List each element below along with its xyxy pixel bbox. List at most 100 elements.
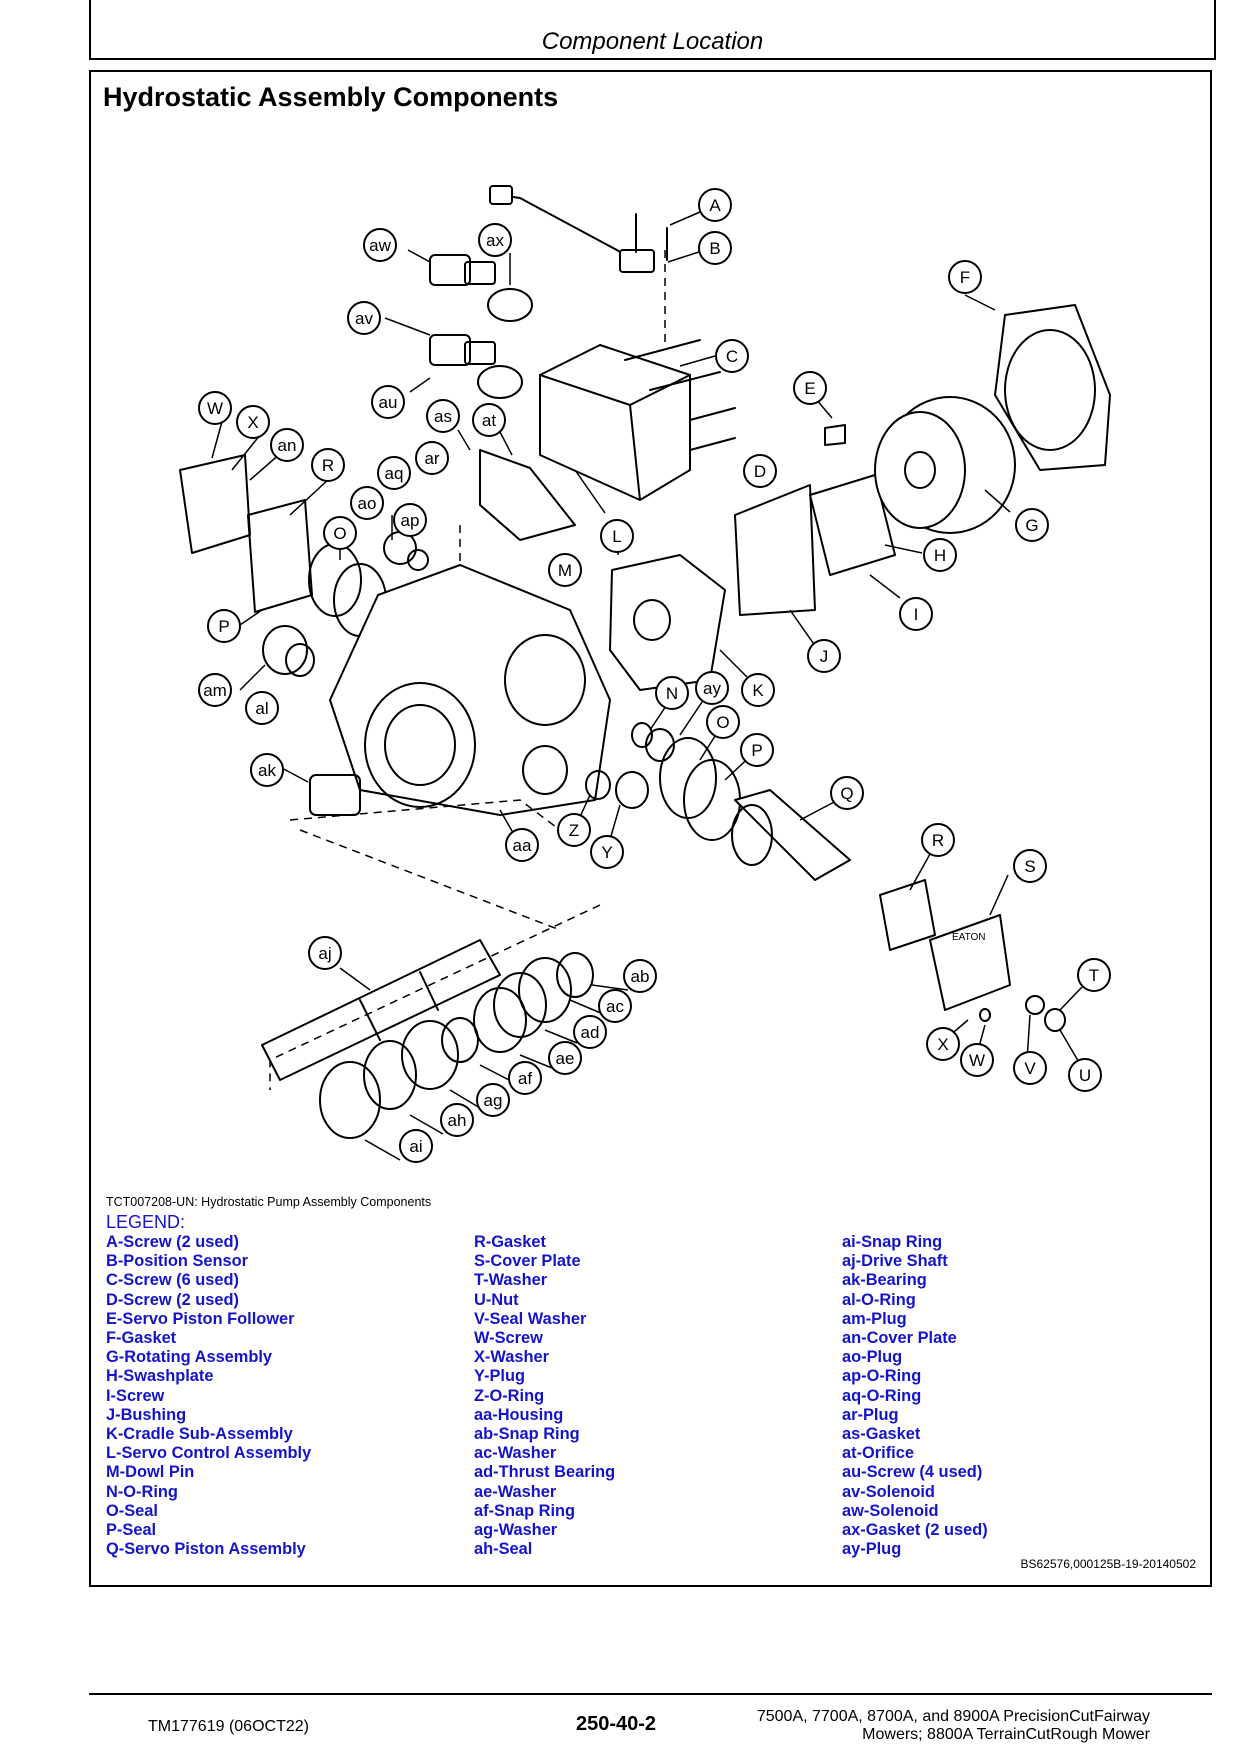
callout-bubble xyxy=(623,959,657,993)
callout-bubble xyxy=(426,399,460,433)
callout-label: ay xyxy=(703,679,721,698)
legend-item: ac-Washer xyxy=(474,1444,557,1463)
legend-item: S-Cover Plate xyxy=(474,1252,581,1271)
legend-item: F-Gasket xyxy=(106,1329,177,1348)
callout-bubble xyxy=(960,1043,994,1077)
footer-page-number: 250-40-2 xyxy=(576,1713,657,1735)
legend-item: T-Washer xyxy=(474,1271,548,1290)
legend-item: ao-Plug xyxy=(842,1348,903,1367)
callout-label: ai xyxy=(409,1137,422,1156)
callout-label: K xyxy=(752,681,764,700)
callout-bubble xyxy=(399,1129,433,1163)
legend-item: G-Rotating Assembly xyxy=(106,1348,273,1367)
callout-bubble xyxy=(478,223,512,257)
legend-item: ar-Plug xyxy=(842,1405,899,1424)
callout-bubble xyxy=(948,260,982,294)
callout-label: F xyxy=(960,268,970,287)
callout-label: ak xyxy=(258,761,276,780)
callout-label: O xyxy=(716,713,729,732)
legend-item: ax-Gasket (2 used) xyxy=(842,1521,988,1540)
callout-bubble xyxy=(548,1041,582,1075)
callout-bubble xyxy=(706,705,740,739)
callout-bubble xyxy=(715,339,749,373)
footer-rule xyxy=(89,1693,1212,1695)
callout-label: R xyxy=(932,831,944,850)
callout-bubble xyxy=(830,776,864,810)
legend-title: LEGEND: xyxy=(106,1212,186,1232)
legend-item: ak-Bearing xyxy=(842,1271,927,1290)
callout-label: au xyxy=(379,393,398,412)
callout-label: Y xyxy=(601,843,612,862)
legend-item: am-Plug xyxy=(842,1309,907,1328)
callout-label: R xyxy=(322,456,334,475)
callout-label: ao xyxy=(358,494,377,513)
callout-label: I xyxy=(914,605,919,624)
callout-label: X xyxy=(937,1035,948,1054)
callout-bubble xyxy=(698,231,732,265)
callout-bubble xyxy=(440,1103,474,1137)
legend-item: M-Dowl Pin xyxy=(106,1463,195,1482)
callout-bubble xyxy=(1077,958,1111,992)
callout-label: ad xyxy=(581,1023,600,1042)
callout-bubble xyxy=(695,671,729,705)
legend-item: B-Position Sensor xyxy=(106,1252,249,1271)
callout-label: P xyxy=(751,741,762,760)
callout-label: X xyxy=(247,413,258,432)
callout-label: W xyxy=(969,1051,985,1070)
callout-label: P xyxy=(218,617,229,636)
callout-bubble xyxy=(899,597,933,631)
legend-item: V-Seal Washer xyxy=(474,1309,587,1328)
legend-item: ab-Snap Ring xyxy=(474,1425,580,1444)
callout-bubble xyxy=(393,503,427,537)
callout-label: av xyxy=(355,309,373,328)
legend-item: K-Cradle Sub-Assembly xyxy=(106,1425,293,1444)
callout-bubble xyxy=(270,428,304,462)
callout-bubble xyxy=(655,676,689,710)
callout-bubble xyxy=(590,835,624,869)
callout-bubble xyxy=(350,486,384,520)
callout-label: aq xyxy=(385,464,404,483)
callout-bubble xyxy=(323,516,357,550)
callout-label: aj xyxy=(318,944,331,963)
callout-bubble xyxy=(371,385,405,419)
callout-bubble xyxy=(236,405,270,439)
callout-label: M xyxy=(558,561,572,580)
callout-label: S xyxy=(1024,857,1035,876)
callout-label: G xyxy=(1025,516,1038,535)
legend-item: al-O-Ring xyxy=(842,1290,916,1309)
legend-item: J-Bushing xyxy=(106,1405,187,1424)
callout-bubble xyxy=(308,936,342,970)
legend-item: N-O-Ring xyxy=(106,1482,178,1501)
legend-item: ap-O-Ring xyxy=(842,1367,922,1386)
callout-label: L xyxy=(612,527,621,546)
callout-label: ac xyxy=(606,997,624,1016)
callout-bubble xyxy=(573,1015,607,1049)
legend-item: af-Snap Ring xyxy=(474,1501,576,1520)
legend-item: ah-Seal xyxy=(474,1540,533,1559)
callout-label: O xyxy=(333,524,346,543)
legend-item: an-Cover Plate xyxy=(842,1329,957,1348)
callout-label: Q xyxy=(840,784,853,803)
footer-model-line-1: 7500A, 7700A, 8700A, and 8900A Precision… xyxy=(756,1708,1150,1725)
legend-item: aa-Housing xyxy=(474,1405,564,1424)
legend-item: I-Screw xyxy=(106,1386,165,1405)
callout-bubble xyxy=(698,188,732,222)
legend-item: ag-Washer xyxy=(474,1521,558,1540)
callout-label: N xyxy=(666,684,678,703)
callout-bubble xyxy=(377,456,411,490)
footer-manual-id: TM177619 (06OCT22) xyxy=(148,1718,309,1735)
callout-label: am xyxy=(203,681,227,700)
callout-group: ABCDEFGHIJKLMNOPQRSTUVWXYZaaabacadaeafag… xyxy=(198,188,1111,1163)
callout-bubble xyxy=(508,1061,542,1095)
footer-model-text: 7500A, 7700A, 8700A, and 8900A Precision… xyxy=(735,1708,1150,1744)
legend-item: R-Gasket xyxy=(474,1233,546,1251)
callout-bubble xyxy=(793,371,827,405)
callout-label: V xyxy=(1024,1059,1036,1078)
callout-label: ag xyxy=(484,1091,503,1110)
legend-item: Q-Servo Piston Assembly xyxy=(106,1540,306,1559)
callout-label: ar xyxy=(424,449,439,468)
legend-item: C-Screw (6 used) xyxy=(106,1271,239,1290)
callout-label: an xyxy=(278,436,297,455)
